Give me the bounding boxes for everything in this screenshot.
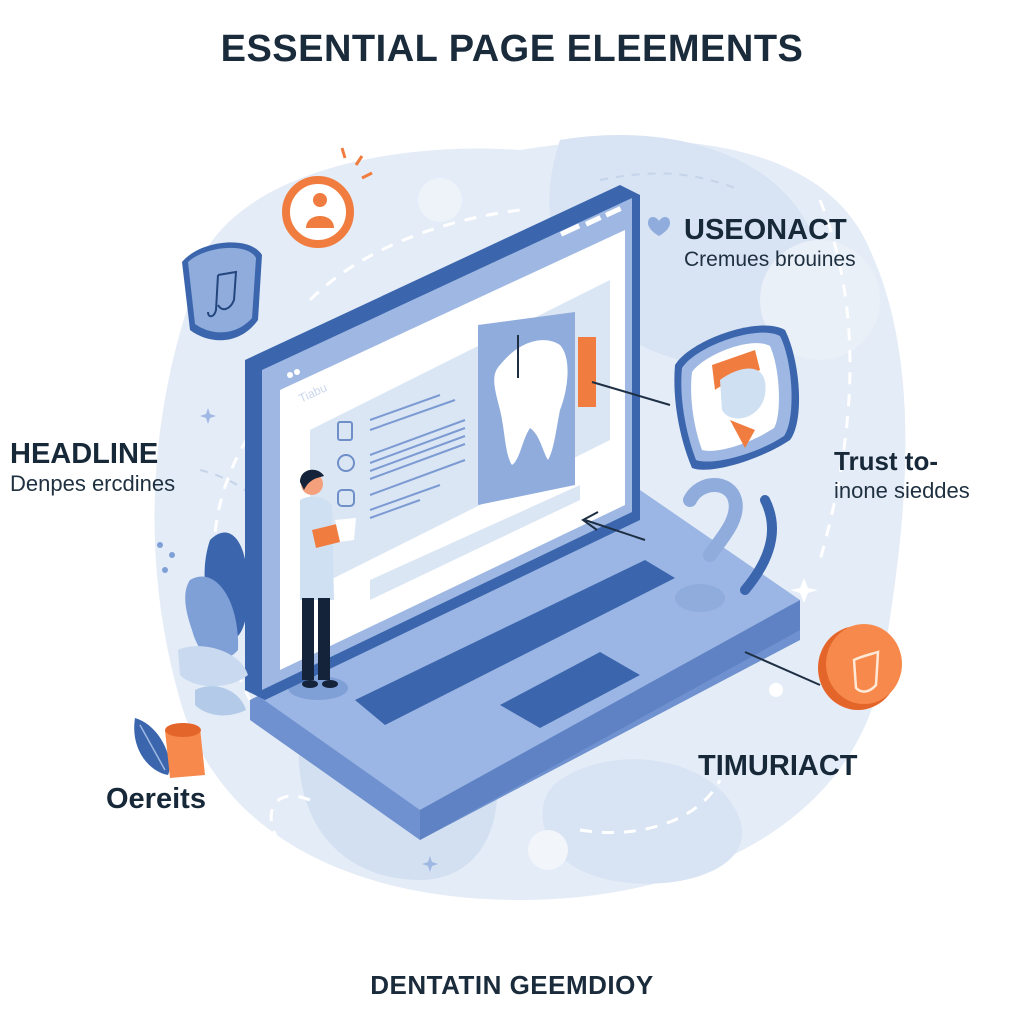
camera-icon xyxy=(337,489,355,507)
callout-subtext: inone sieddes xyxy=(834,478,970,503)
tooth-frame-icon xyxy=(674,325,800,470)
shield-badge-icon xyxy=(818,624,902,710)
person-figure xyxy=(300,469,356,688)
callout-right: Trust to- inone sieddes xyxy=(834,445,970,505)
callout-heading: HEADLINE xyxy=(10,438,159,470)
dental-tool-icon xyxy=(675,478,777,612)
phone-icon xyxy=(337,421,353,441)
sparkles xyxy=(769,578,818,697)
user-badge-icon xyxy=(282,147,373,248)
callout-subtext: Denpes ercdines xyxy=(10,471,176,496)
callout-subtext: Cremues brouines xyxy=(684,248,856,271)
callout-left: HEADLINE Denpes ercdines xyxy=(10,438,175,498)
callout-bottom-left: Oereits xyxy=(106,783,206,815)
page-title: ESSENTIAL PAGE ELEEMENTS xyxy=(220,28,804,70)
callout-heading: Trust to- xyxy=(834,446,938,476)
leaf-icon xyxy=(134,718,170,775)
document-shield-icon xyxy=(182,242,262,341)
laptop-base xyxy=(250,490,800,840)
laptop-screen xyxy=(245,185,640,700)
footer-caption: DENTATIN GEEMDIOY xyxy=(370,970,654,1000)
heart-icon xyxy=(648,217,670,236)
callout-top-right: USEONACT Cremues brouines xyxy=(684,214,856,274)
cup-icon xyxy=(165,723,205,778)
moon-icon xyxy=(337,454,355,472)
tooth-icon xyxy=(494,340,568,465)
arrow-left xyxy=(581,511,646,541)
callout-heading: USEONACT xyxy=(684,214,847,246)
callout-bottom-right: TIMURIACT xyxy=(698,750,858,782)
plant-leaves xyxy=(157,532,249,716)
